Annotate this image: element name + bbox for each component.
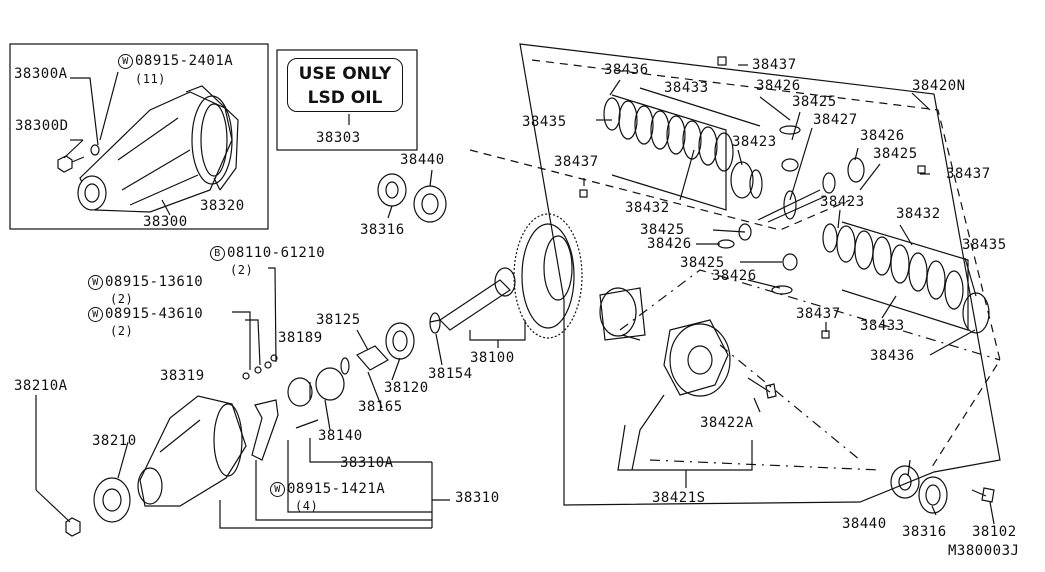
qty-label: (2) [230, 263, 254, 277]
part-label: 38102 [972, 524, 1017, 540]
bearing-38316-upper [377, 173, 447, 223]
part-label: 38210A [14, 378, 68, 394]
ring-gear-and-pinion [429, 213, 583, 339]
part-label: 38140 [318, 428, 363, 444]
part-label: 38423 [732, 134, 777, 150]
part-label: 38440 [400, 152, 445, 168]
part-label: 38435 [522, 114, 567, 130]
bolt-and-bracket-38319 [242, 354, 319, 461]
part-number: 08915-43610 [105, 306, 204, 322]
part-label: 38426 [756, 78, 801, 94]
part-label: 38435 [962, 237, 1007, 253]
part-label: 38303 [316, 130, 361, 146]
part-label: 38125 [316, 312, 361, 328]
diagram-id: M380003J [948, 543, 1020, 559]
washer-symbol-icon: W [88, 307, 103, 322]
part-number: 08915-2401A [135, 53, 234, 69]
nut-38210A [65, 517, 81, 537]
part-label: 38433 [664, 80, 709, 96]
part-label: 38300D [15, 118, 69, 134]
part-label: 38437 [554, 154, 599, 170]
part-label: 38425 [792, 94, 837, 110]
part-label: 38120 [384, 380, 429, 396]
qty-label: (2) [110, 324, 134, 338]
part-label: 38310 [455, 490, 500, 506]
note-line1: USE ONLY [298, 64, 392, 84]
part-label: 38300A [14, 66, 68, 82]
part-label: 38189 [278, 330, 323, 346]
carrier-housing-illustration [77, 85, 239, 213]
part-label: 38422A [700, 415, 754, 431]
part-label: 38210 [92, 433, 137, 449]
part-label: 38433 [860, 318, 905, 334]
part-label: 38420N [912, 78, 966, 94]
pinion-mate-shaft [717, 125, 865, 295]
part-label: 38427 [813, 112, 858, 128]
part-label: 38432 [625, 200, 670, 216]
part-label: 38440 [842, 516, 887, 532]
part-label: 38316 [360, 222, 405, 238]
part-label: 38437 [752, 57, 797, 73]
bearing-38316-lower [890, 465, 995, 514]
part-label: 38426 [712, 268, 757, 284]
washer-symbol-icon: W [118, 54, 133, 69]
part-label: 38426 [647, 236, 692, 252]
part-label: 38316 [902, 524, 947, 540]
note-frame [276, 49, 418, 151]
washer-symbol-icon: W [88, 275, 103, 290]
qty-label: (4) [295, 499, 319, 513]
bolt-symbol-icon: B [210, 246, 225, 261]
diff-housing-38210 [93, 395, 247, 523]
washer-symbol-icon: W [270, 482, 285, 497]
clutch-pack-lower [822, 223, 990, 334]
part-label: 38437 [796, 306, 841, 322]
part-label: 38320 [200, 198, 245, 214]
part-label: 38154 [428, 366, 473, 382]
lsd-assembly-frame [519, 43, 1001, 506]
lsd-oil-note: USE ONLY LSD OIL [287, 58, 403, 112]
part-label: 38432 [896, 206, 941, 222]
part-label: 38319 [160, 368, 205, 384]
part-label: 38437 [946, 166, 991, 182]
part-label: 38425 [640, 222, 685, 238]
part-number: 08915-13610 [105, 274, 204, 290]
part-label: 38425 [873, 146, 918, 162]
part-label: 38423 [820, 194, 865, 210]
part-label: 38310A [340, 455, 394, 471]
part-label: 38425 [680, 255, 725, 271]
part-label: 38436 [604, 62, 649, 78]
qty-label: (11) [135, 72, 166, 86]
part-label: 38165 [358, 399, 403, 415]
inset-frame [9, 43, 269, 230]
note-line2: LSD OIL [307, 88, 383, 108]
qty-label: (2) [110, 292, 134, 306]
part-label: 38421S [652, 490, 706, 506]
part-label: 38300 [143, 214, 188, 230]
part-number: 08110-61210 [227, 245, 326, 261]
part-label: 38100 [470, 350, 515, 366]
part-label: 38426 [860, 128, 905, 144]
part-label: 38436 [870, 348, 915, 364]
part-number: 08915-1421A [287, 481, 386, 497]
differential-case [599, 287, 777, 399]
